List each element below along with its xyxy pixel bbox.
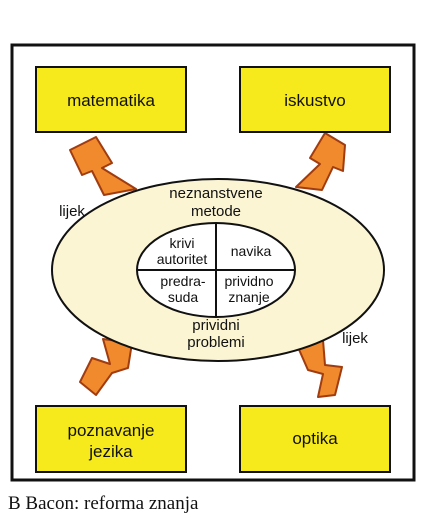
arrow-from-matematika (69, 136, 137, 196)
box-iskustvo (239, 66, 391, 133)
quadrant-navika: navika (231, 243, 272, 259)
quadrant-autoritet-line2: autoritet (157, 251, 208, 267)
quadrant-suda-line2: suda (168, 289, 199, 305)
label-lijek-left: lijek (59, 203, 85, 220)
arrow-from-poznavanje-jezika (79, 338, 133, 396)
box-optika (239, 405, 391, 473)
box-jezika-label-line2: jezika (88, 442, 133, 461)
quadrant-znanje-line2: znanje (228, 289, 269, 305)
bacon-diagram: matematika iskustvo poznavanje jezika op… (10, 43, 416, 482)
quadrant-krivi-line1: krivi (170, 235, 195, 251)
box-poznavanje-label-line1: poznavanje (68, 421, 155, 440)
ellipse-bottom-line1: prividni (192, 317, 240, 334)
box-poznavanje-jezika (35, 405, 187, 473)
box-matematika-label: matematika (67, 91, 155, 110)
arrow-from-iskustvo (295, 132, 346, 191)
ellipse-title-line2: metode (191, 203, 241, 220)
box-iskustvo-label: iskustvo (284, 91, 345, 110)
ellipse-title-line1: neznanstvene (169, 185, 262, 202)
label-lijek-right: lijek (342, 330, 368, 347)
box-matematika (35, 66, 187, 133)
outer-frame (10, 43, 416, 482)
ellipse-bottom-line2: problemi (187, 334, 245, 351)
box-optika-label: optika (292, 429, 338, 448)
quadrant-predra-line1: predra- (160, 273, 205, 289)
figure-caption: B Bacon: reforma znanja (8, 493, 199, 514)
quadrant-prividno-line1: prividno (224, 273, 273, 289)
